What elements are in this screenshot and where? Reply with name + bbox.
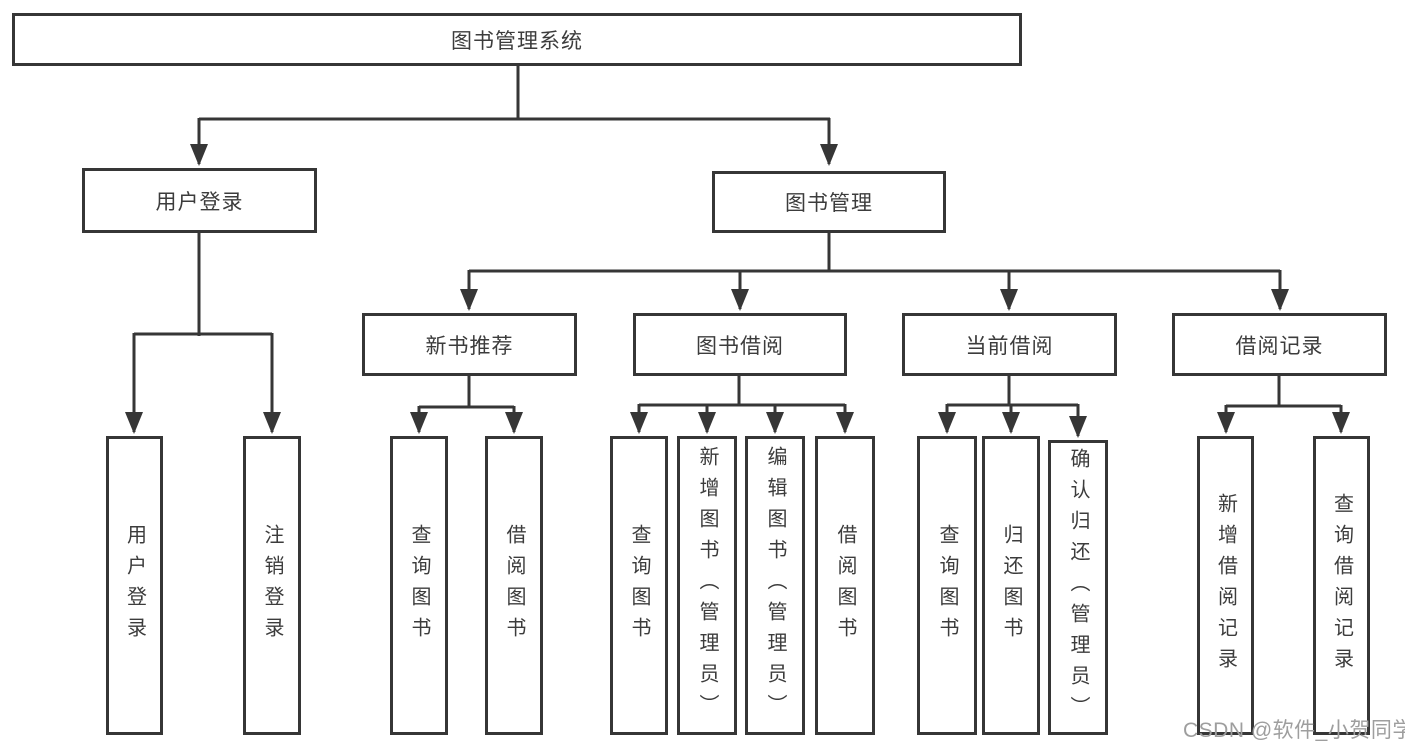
leaf-label: 新增借阅记录: [1214, 492, 1237, 679]
leaf-add-book-admin: 新增图书（管理员）: [677, 436, 737, 735]
node-user-login: 用户登录: [82, 168, 317, 233]
node-label: 用户登录: [155, 190, 244, 214]
csdn-watermark: CSDN @软件_小贺同学: [1183, 719, 1405, 742]
leaf-query-books-borrow: 查询图书: [610, 436, 668, 735]
leaf-label: 查询图书: [408, 523, 430, 648]
node-label: 图书管理系统: [451, 29, 583, 53]
node-label: 借阅记录: [1235, 334, 1324, 358]
node-label: 图书借阅: [696, 334, 784, 358]
node-label: 图书管理: [785, 192, 873, 215]
leaf-logout: 注销登录: [243, 436, 301, 735]
leaf-label: 新增图书（管理员）: [696, 446, 718, 725]
node-current-borrowing: 当前借阅: [902, 313, 1117, 376]
node-label: 当前借阅: [965, 334, 1054, 358]
leaf-label: 编辑图书（管理员）: [764, 446, 786, 725]
leaf-label: 用户登录: [123, 523, 146, 648]
node-book-management: 图书管理: [712, 171, 946, 233]
leaf-label: 查询借阅记录: [1330, 492, 1353, 679]
leaf-return-books: 归还图书: [982, 436, 1040, 735]
leaf-borrow-books: 借阅图书: [815, 436, 875, 735]
leaf-add-borrow-record: 新增借阅记录: [1197, 436, 1254, 735]
leaf-label: 注销登录: [261, 523, 283, 648]
leaf-query-borrow-record: 查询借阅记录: [1313, 436, 1370, 735]
leaf-query-books-recommend: 查询图书: [390, 436, 448, 735]
leaf-query-books-current: 查询图书: [917, 436, 977, 735]
node-borrowing-records: 借阅记录: [1172, 313, 1387, 376]
leaf-label: 归还图书: [1000, 523, 1022, 648]
node-new-book-recommendation: 新书推荐: [362, 313, 577, 376]
leaf-label: 查询图书: [628, 523, 650, 648]
leaf-borrow-books-recommend: 借阅图书: [485, 436, 543, 735]
leaf-confirm-return-admin: 确认归还（管理员）: [1048, 440, 1108, 735]
leaf-label: 借阅图书: [503, 523, 525, 648]
leaf-label: 借阅图书: [834, 523, 856, 648]
leaf-label: 查询图书: [936, 523, 958, 648]
leaf-user-login: 用户登录: [106, 436, 163, 735]
node-book-borrowing: 图书借阅: [633, 313, 847, 376]
leaf-edit-book-admin: 编辑图书（管理员）: [745, 436, 805, 735]
leaf-label: 确认归还（管理员）: [1067, 448, 1089, 727]
node-label: 新书推荐: [425, 334, 514, 358]
node-library-management-system: 图书管理系统: [12, 13, 1022, 66]
